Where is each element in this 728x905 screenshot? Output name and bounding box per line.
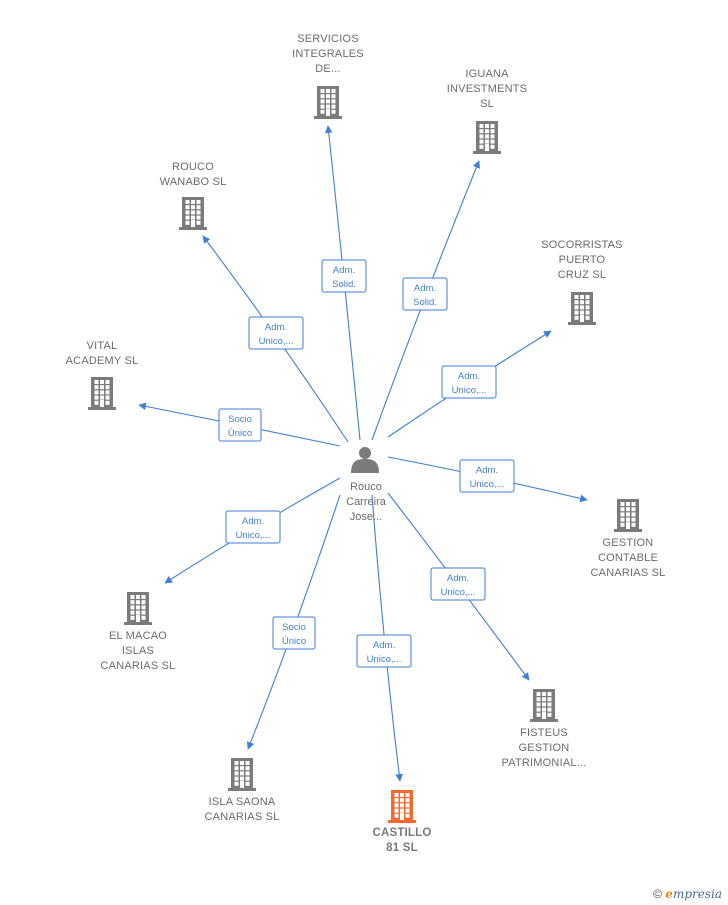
relation-label-box — [248, 316, 304, 350]
company-name-line: WANABO SL — [160, 176, 227, 188]
company-name-line: IGUANA — [465, 68, 509, 80]
company-name-line: INVESTMENTS — [447, 83, 527, 95]
building-icon — [179, 197, 207, 230]
relation-label-box — [218, 408, 262, 442]
relation-label-text: Adm. — [476, 465, 498, 476]
footer-brand: © empresia — [653, 887, 722, 901]
relation-label-box — [225, 510, 281, 544]
relation-label-text: Adm. — [333, 265, 355, 276]
relation-label-box — [441, 365, 497, 399]
company-node-servicios[interactable]: SERVICIOS INTEGRALES DE... — [292, 33, 364, 119]
company-name-line: PATRIMONIAL... — [502, 757, 587, 769]
person-node[interactable]: RoucoCarreiraJose... — [346, 447, 387, 523]
building-icon — [88, 377, 116, 410]
relation-label-text: Adm. — [458, 371, 480, 382]
brand-logo-text: mpresia — [672, 887, 722, 901]
relation-label-iguana[interactable]: Adm. Solid. — [402, 277, 448, 311]
company-name-line: ROUCO — [172, 161, 214, 173]
building-icon — [473, 121, 501, 154]
company-name-line: CRUZ SL — [558, 269, 606, 281]
company-name-line: ISLAS — [122, 645, 154, 657]
building-icon — [568, 292, 596, 325]
company-name-line: FISTEUS — [520, 727, 568, 739]
building-icon — [228, 758, 256, 791]
relation-label-text: Adm. — [373, 640, 395, 651]
relation-label-rouco-wanabo[interactable]: Adm. Unico,... — [248, 316, 304, 350]
relation-label-text: Adm. — [265, 322, 287, 333]
relation-label-box — [272, 616, 316, 650]
company-node-el-macao[interactable]: EL MACAO ISLAS CANARIAS SL — [101, 592, 176, 672]
company-name-line: GESTION — [519, 742, 570, 754]
relation-label-box — [356, 634, 412, 668]
company-name-line: ISLA SAONA — [209, 796, 276, 808]
company-name-line: INTEGRALES — [292, 48, 364, 60]
person-name-line: Jose... — [350, 511, 382, 523]
relation-label-text: Único — [228, 428, 252, 439]
relation-label-text: Unico,... — [367, 654, 402, 665]
relation-label-text: Socio — [228, 414, 252, 425]
company-node-socorristas[interactable]: SOCORRISTAS PUERTO CRUZ SL — [541, 239, 623, 325]
relation-label-text: Socio — [282, 622, 306, 633]
relation-label-text: Unico,... — [441, 587, 476, 598]
copyright-icon: © — [653, 887, 662, 901]
person-icon — [351, 447, 379, 473]
relation-label-box — [459, 459, 515, 493]
company-name-line: GESTION — [603, 537, 654, 549]
company-name-line: CANARIAS SL — [591, 567, 666, 579]
relation-label-text: Adm. — [447, 573, 469, 584]
relation-label-box — [321, 259, 367, 293]
relation-label-text: Adm. — [414, 283, 436, 294]
relation-label-servicios[interactable]: Adm. Solid. — [321, 259, 367, 293]
company-name-line: 81 SL — [386, 842, 418, 854]
person-name-line: Rouco — [350, 481, 382, 493]
company-node-rouco-wanabo[interactable]: ROUCO WANABO SL — [160, 161, 227, 230]
company-name-line: CANARIAS SL — [101, 660, 176, 672]
brand-logo-initial: e — [665, 887, 673, 901]
company-node-isla-saona[interactable]: ISLA SAONA CANARIAS SL — [205, 758, 280, 823]
company-name-line: ACADEMY SL — [66, 355, 139, 367]
relation-label-text: Unico,... — [236, 530, 271, 541]
relation-label-text: Solid. — [413, 297, 437, 308]
company-name-line: SOCORRISTAS — [541, 239, 622, 251]
company-name-line: VITAL — [87, 340, 118, 352]
company-name-line: CANARIAS SL — [205, 811, 280, 823]
relation-label-text: Solid. — [332, 279, 356, 290]
company-name-line: PUERTO — [559, 254, 606, 266]
building-icon — [614, 499, 642, 532]
building-icon — [124, 592, 152, 625]
company-name-line: EL MACAO — [109, 630, 167, 642]
relation-label-castillo[interactable]: Adm. Unico,... — [356, 634, 412, 668]
company-name-line: CONTABLE — [598, 552, 658, 564]
relation-label-el-macao[interactable]: Adm. Unico,... — [225, 510, 281, 544]
company-node-vital-academy[interactable]: VITAL ACADEMY SL — [66, 340, 139, 410]
company-node-fisteus[interactable]: FISTEUS GESTION PATRIMONIAL... — [502, 689, 587, 769]
relation-label-text: Adm. — [242, 516, 264, 527]
company-name-line: CASTILLO — [372, 827, 431, 839]
relation-label-box — [430, 567, 486, 601]
relation-label-text: Unico,... — [259, 336, 294, 347]
company-node-castillo[interactable]: CASTILLO 81 SL — [372, 790, 431, 854]
company-name-line: SERVICIOS — [297, 33, 359, 45]
building-icon — [314, 86, 342, 119]
relation-label-socorristas[interactable]: Adm. Unico,... — [441, 365, 497, 399]
relation-label-text: Unico,... — [452, 385, 487, 396]
relation-label-gestion-contable[interactable]: Adm. Unico,... — [459, 459, 515, 493]
building-icon — [388, 790, 416, 823]
relation-label-fisteus[interactable]: Adm. Unico,... — [430, 567, 486, 601]
company-node-gestion-contable[interactable]: GESTION CONTABLE CANARIAS SL — [591, 499, 666, 579]
company-node-iguana[interactable]: IGUANA INVESTMENTS SL — [447, 68, 527, 154]
building-icon — [530, 689, 558, 722]
relation-label-text: Unico,... — [470, 479, 505, 490]
company-name-line: DE... — [315, 63, 340, 75]
relation-label-box — [402, 277, 448, 311]
person-name-line: Carreira — [346, 496, 387, 508]
company-name-line: SL — [480, 98, 494, 110]
relation-label-text: Único — [282, 636, 306, 647]
